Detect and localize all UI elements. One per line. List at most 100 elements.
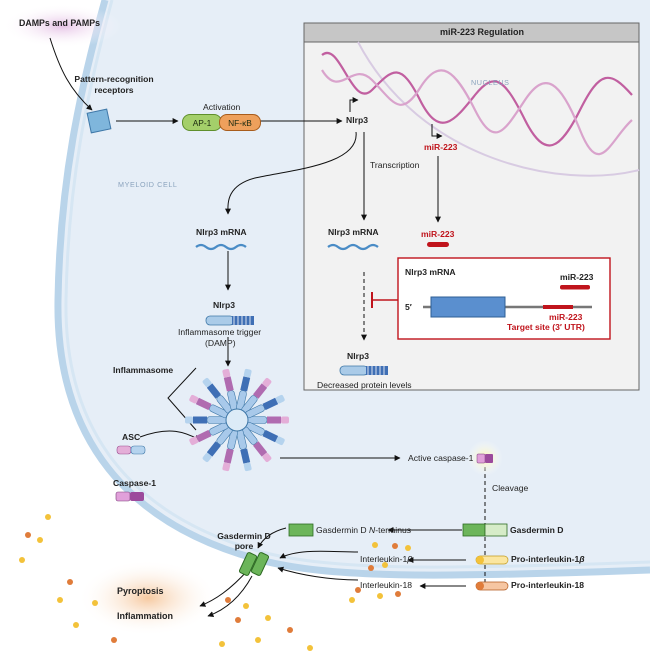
gasdermin-n-label: Gasdermin D N-terminus: [316, 525, 412, 535]
inflammasome-spoke: [236, 368, 252, 411]
cytokine-dot: [57, 597, 63, 603]
cytokine-dot: [243, 603, 249, 609]
gasdermin-pore-icon: [238, 552, 270, 576]
cytokine-dot: [382, 562, 388, 568]
asc-label: ASC: [122, 432, 141, 442]
regulation-header: [303, 22, 640, 43]
pyroptosis-glow: [78, 560, 218, 636]
inflammasome-spoke: [202, 426, 233, 463]
trigger-label-2: (DAMP): [205, 338, 236, 348]
inflammasome-spoke: [222, 368, 238, 411]
arrow-gsdn-pore: [257, 527, 287, 549]
cytokine-dot: [37, 537, 43, 543]
cytokine-dot: [92, 600, 98, 606]
trigger-label: Inflammasome trigger: [178, 327, 262, 337]
nlrp3-mrna-left-icon: [195, 243, 247, 251]
mir223-small-label: miR-223: [421, 229, 455, 239]
gasdermin-pore-label: Gasdermin D: [217, 531, 271, 541]
il18-label: Interleukin-18: [360, 580, 413, 590]
inflammasome-spoke: [246, 416, 289, 424]
cytokine-dot: [377, 593, 383, 599]
pro-il1b-label: Pro-interleukin-1β: [511, 554, 585, 564]
cytokine-dot: [111, 637, 117, 643]
prr-label: Pattern-recognition receptors: [74, 74, 154, 95]
cytokine-dot: [372, 542, 378, 548]
pro-il1b-icon: [475, 555, 509, 565]
inflammasome-spoke: [185, 416, 228, 424]
cytokine-dot: [287, 627, 293, 633]
cytokine-dot: [19, 557, 25, 563]
cytokine-dot: [73, 622, 79, 628]
cytokine-dot: [368, 565, 374, 571]
regulation-title: miR-223 Regulation: [440, 27, 525, 37]
damps-glow: [2, 4, 122, 48]
mrna-coding-region: [430, 296, 506, 318]
cytokine-dot: [355, 587, 361, 593]
myeloid-label: MYELOID CELL: [118, 180, 178, 189]
mir223-gene-label: miR-223: [424, 142, 458, 152]
inflammasome-hub: [225, 408, 249, 432]
nucleus-envelope: [357, 41, 640, 177]
pro-il18-label: Pro-interleukin-18: [511, 580, 585, 590]
gasdermin-pore-label-2: pore: [234, 541, 254, 551]
cytokine-dot: [225, 597, 231, 603]
target-site-marker: [543, 305, 573, 309]
target-site-label: miR-223: [549, 312, 583, 322]
inflammasome-complex: [185, 368, 289, 472]
arrow-nlrp3-start: [349, 97, 359, 112]
cytokine-dot: [67, 579, 73, 585]
cytokine-dot: [255, 637, 261, 643]
nlrp3-mrna-left-label: Nlrp3 mRNA: [196, 227, 247, 237]
nlrp3-protein-left-label: Nlrp3: [213, 300, 235, 310]
cytokine-dot: [265, 615, 271, 621]
nlrp3-protein-mid-label: Nlrp3: [347, 351, 369, 361]
cytokine-dot: [405, 545, 411, 551]
cytokine-dot: [349, 597, 355, 603]
five-prime-label: 5′: [405, 302, 412, 312]
caspase1-icon: [115, 491, 144, 502]
nlrp3-gene-label: Nlrp3: [346, 115, 368, 125]
target-site-label-2: Target site (3′ UTR): [507, 322, 585, 332]
inflammasome-spoke: [236, 429, 252, 472]
pyroptosis-label: Pyroptosis: [117, 586, 164, 596]
arrow-damps-receptor: [49, 37, 93, 111]
cleavage-label: Cleavage: [492, 483, 529, 493]
activation-label: Activation: [203, 102, 241, 112]
dna-helix: [321, 51, 633, 156]
mir223-small-icon: [427, 242, 449, 247]
cytokine-particles: [19, 514, 411, 651]
arrow-mir-start: [431, 124, 443, 139]
inflammasome-spoke: [202, 377, 233, 414]
cytokine-dot: [235, 617, 241, 623]
nfkb-pill: NF-κB: [219, 114, 261, 131]
inflammasome-label: Inflammasome: [113, 365, 174, 375]
asc-icon: [116, 445, 146, 455]
gasdermin-d-label: Gasdermin D: [510, 525, 564, 535]
nlrp3-mrna-mid-label: Nlrp3 mRNA: [328, 227, 379, 237]
arrow-pore-inflammation: [207, 575, 253, 618]
gasdermin-d-icon: [462, 523, 508, 537]
inflammasome-spoke: [189, 394, 229, 419]
ap1-pill: AP-1: [182, 114, 222, 131]
decreased-label: Decreased protein levels: [317, 380, 412, 390]
inflammasome-spoke: [241, 377, 272, 414]
cytokine-dot: [307, 645, 313, 651]
cytokine-dot: [392, 543, 398, 549]
inflammasome-spoke: [189, 421, 229, 446]
il1b-label: Interleukin-1β: [360, 554, 413, 564]
caspase1-label: Caspase-1: [113, 478, 156, 488]
cytokine-dot: [25, 532, 31, 538]
receptor-icon: [86, 108, 112, 134]
arrow-nlrp3-mrna-left: [224, 131, 357, 215]
cytokine-dot: [395, 591, 401, 597]
nlrp3-protein-left-icon: [205, 315, 254, 326]
cytokine-dot: [45, 514, 51, 520]
box-mir-label: miR-223: [560, 272, 594, 282]
cell-membrane-inner: [64, 0, 650, 569]
transcription-label: Transcription: [370, 160, 420, 170]
cytokine-dot: [219, 641, 225, 647]
pro-il18-icon: [475, 581, 509, 591]
active-caspase-label: Active caspase-1: [408, 453, 474, 463]
mir223-box-icon: [560, 285, 590, 290]
arrow-pore-pyroptosis: [199, 569, 249, 607]
